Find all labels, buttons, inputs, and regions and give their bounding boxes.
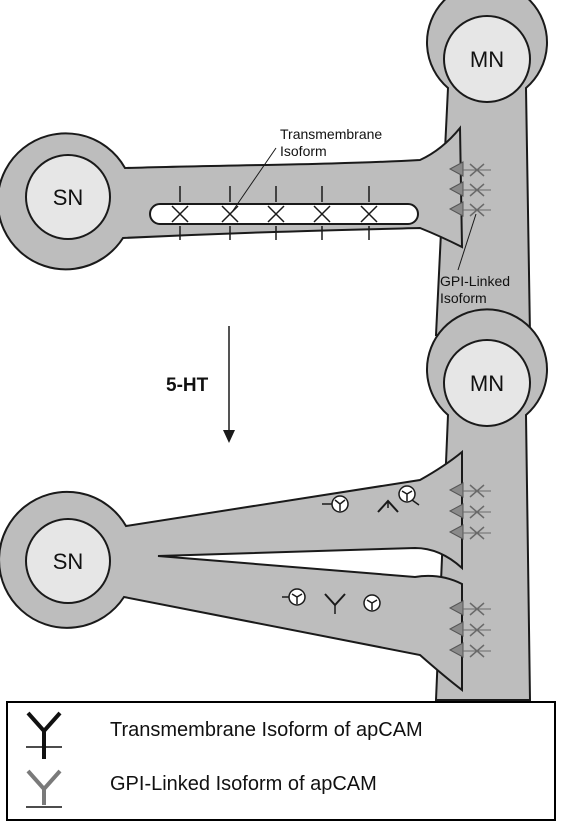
mn-label-bottom: MN: [470, 371, 504, 396]
sn-label-top: SN: [53, 185, 84, 210]
legend: Transmembrane Isoform of apCAM GPI-Linke…: [6, 701, 556, 821]
synaptic-terminals-top: [450, 162, 463, 216]
transmembrane-label-line1: Transmembrane: [280, 126, 382, 142]
legend-row-gpi: GPI-Linked Isoform of apCAM: [8, 761, 554, 817]
gpi-y-icon: [24, 765, 64, 817]
gpi-label-line2: Isoform: [440, 290, 487, 306]
legend-row-transmembrane: Transmembrane Isoform of apCAM: [8, 705, 554, 761]
legend-gpi-text: GPI-Linked Isoform of apCAM: [110, 773, 377, 796]
sensory-neuron-bottom: SN: [0, 452, 462, 690]
transmembrane-y-icon: [24, 709, 64, 761]
mn-label-top: MN: [470, 47, 504, 72]
gpi-label-line1: GPI-Linked: [440, 273, 510, 289]
legend-transmembrane-text: Transmembrane Isoform of apCAM: [110, 719, 423, 742]
sensory-neuron-top: SN: [0, 128, 462, 269]
sn-label-bottom: SN: [53, 549, 84, 574]
treatment-label: 5-HT: [166, 375, 209, 396]
transmembrane-label-line2: Isoform: [280, 143, 327, 159]
